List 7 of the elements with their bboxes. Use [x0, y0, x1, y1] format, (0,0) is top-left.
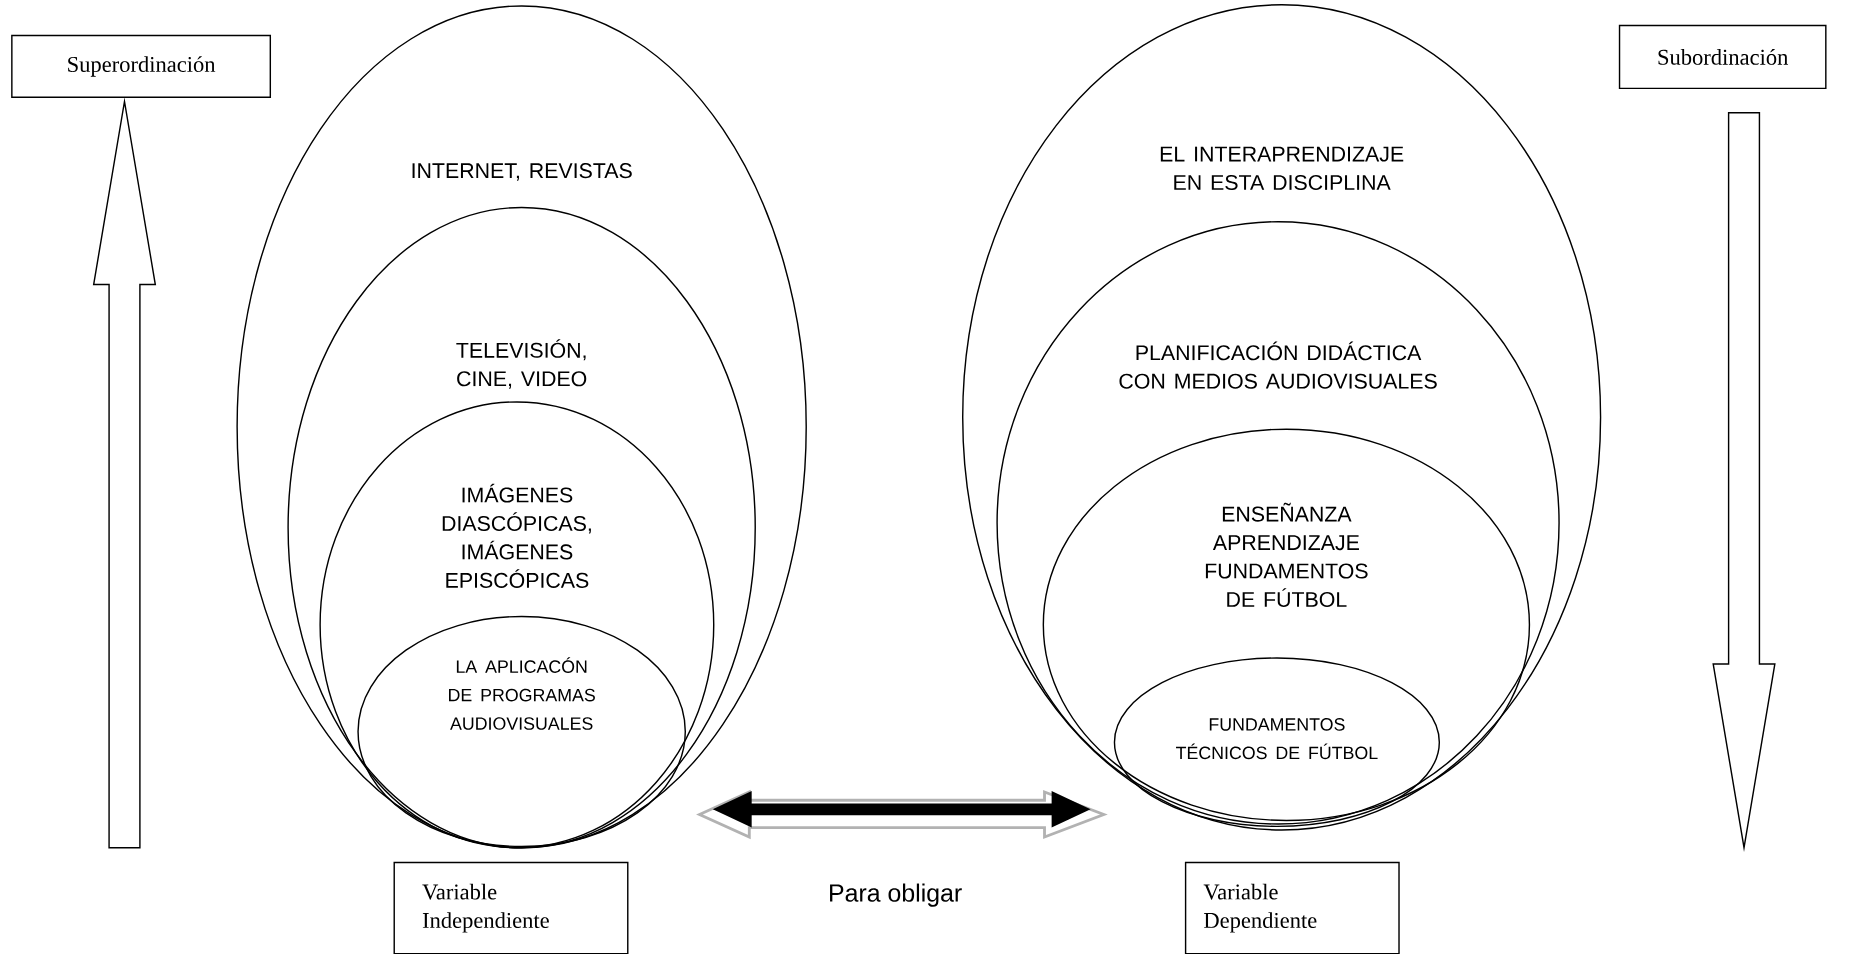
- text-box: Variable Dependiente: [1184, 861, 1400, 954]
- edge-caption: Para obligar: [830, 883, 962, 907]
- text-box: Subordinación: [1618, 24, 1827, 89]
- block-arrow: [1712, 111, 1776, 852]
- block-arrow: [92, 97, 157, 849]
- text-box: Superordinación: [11, 34, 272, 98]
- text-box: Variable Independiente: [393, 861, 629, 954]
